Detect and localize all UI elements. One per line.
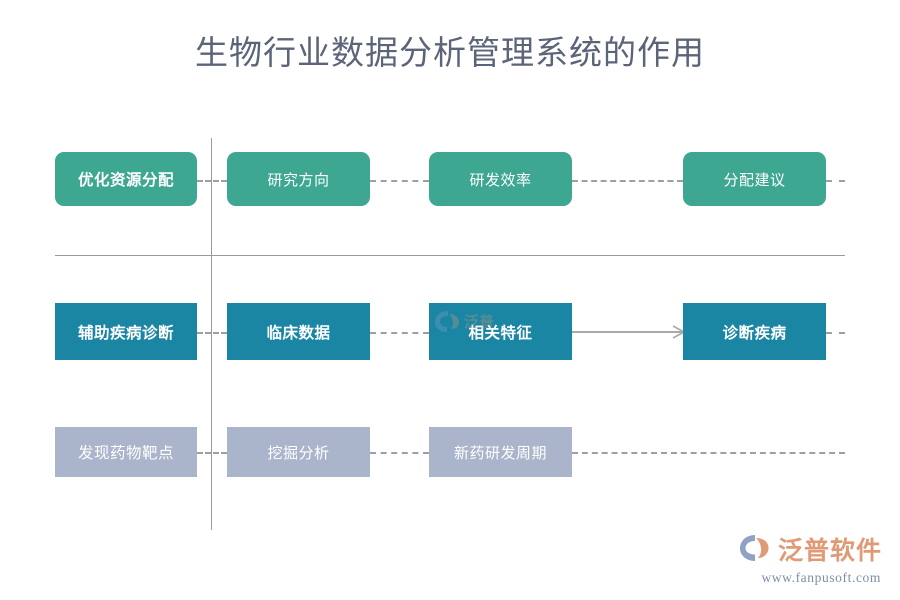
node-research-direction[interactable]: 研究方向	[227, 152, 370, 206]
node-new-drug-rd-cycle[interactable]: 新药研发周期	[429, 427, 572, 477]
connector-row1-seg2	[370, 180, 429, 182]
node-diagnose-disease[interactable]: 诊断疾病	[683, 303, 826, 360]
horizontal-divider	[55, 255, 845, 256]
page-title: 生物行业数据分析管理系统的作用	[195, 33, 705, 72]
connector-row2-seg1	[197, 332, 227, 334]
connector-row3-seg3	[572, 452, 845, 454]
arrow-line-features-to-diagnosis	[571, 331, 683, 333]
node-related-features[interactable]: 相关特征	[429, 303, 572, 360]
node-rd-efficiency[interactable]: 研发效率	[429, 152, 572, 206]
connector-row2-seg2	[370, 332, 429, 334]
connector-row3-seg1	[197, 452, 227, 454]
node-mining-analysis[interactable]: 挖掘分析	[227, 427, 370, 477]
brand-logo: 泛普软件 www.fanpusoft.com	[739, 533, 882, 586]
brand-logo-row: 泛普软件	[739, 533, 882, 568]
connector-row1-seg3	[572, 180, 683, 182]
node-optimize-resource-allocation[interactable]: 优化资源分配	[55, 152, 197, 206]
brand-url: www.fanpusoft.com	[761, 570, 881, 585]
node-discover-drug-targets[interactable]: 发现药物靶点	[55, 427, 197, 477]
connector-row1-seg1	[197, 180, 227, 182]
vertical-divider	[211, 138, 212, 530]
node-clinical-data[interactable]: 临床数据	[227, 303, 370, 360]
node-allocation-suggestion[interactable]: 分配建议	[683, 152, 826, 206]
connector-row3-seg2	[370, 452, 429, 454]
fanpu-logo-icon	[739, 533, 773, 568]
connector-row1-seg4	[826, 180, 845, 182]
connector-row2-seg4	[826, 332, 845, 334]
node-assist-disease-diagnosis[interactable]: 辅助疾病诊断	[55, 303, 197, 360]
brand-name: 泛普软件	[777, 536, 882, 565]
